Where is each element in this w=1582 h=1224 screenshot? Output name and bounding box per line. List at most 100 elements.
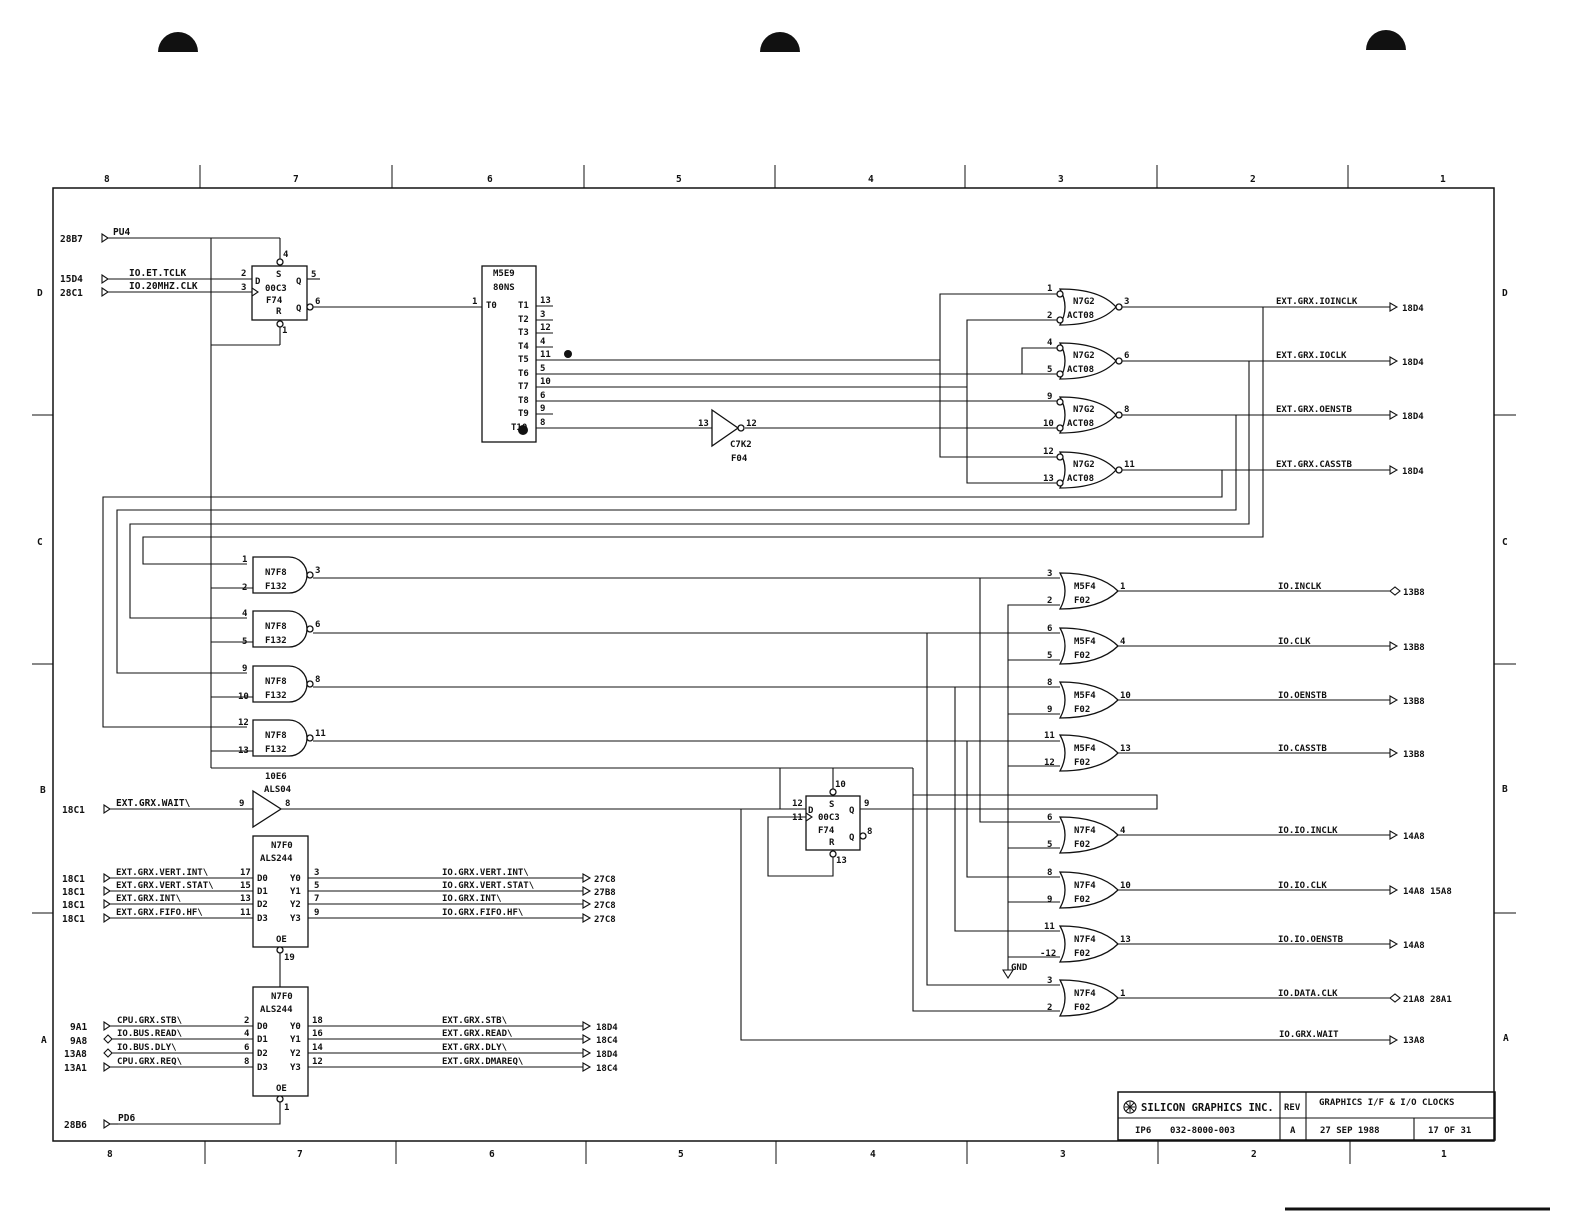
svg-text:F04: F04: [731, 454, 748, 464]
svg-text:18C1: 18C1: [62, 874, 85, 885]
pin-number: 10: [540, 377, 551, 387]
f02-output-2: IO.CLK 13B8: [1118, 637, 1425, 653]
svg-text:IO.BUS.DLY\: IO.BUS.DLY\: [117, 1043, 177, 1053]
buffer-n7f0-2: N7F0 ALS244 OE 1 9A1 CPU.GRX.STB\ 2 D0 Y…: [64, 986, 618, 1125]
svg-text:Y2: Y2: [290, 1049, 301, 1059]
svg-text:10: 10: [1120, 881, 1131, 891]
svg-text:6: 6: [244, 1043, 249, 1053]
zone-col-top: 4: [868, 174, 874, 185]
svg-text:3: 3: [1124, 297, 1129, 307]
zone-row-left: A: [41, 1035, 47, 1046]
svg-text:OE: OE: [276, 1084, 287, 1094]
svg-text:T2: T2: [518, 315, 529, 325]
svg-text:18C4: 18C4: [596, 1036, 618, 1046]
svg-text:R: R: [829, 838, 835, 848]
svg-text:27C8: 27C8: [594, 875, 616, 885]
svg-text:D3: D3: [257, 914, 268, 924]
svg-text:IO.IO.CLK: IO.IO.CLK: [1278, 881, 1327, 891]
svg-text:28B6: 28B6: [64, 1120, 87, 1131]
svg-text:7: 7: [314, 894, 319, 904]
svg-text:3: 3: [315, 566, 320, 576]
nand-output-wiring: [211, 577, 1060, 1012]
drawing-date: 27 SEP 1988: [1320, 1126, 1380, 1136]
svg-text:00C3: 00C3: [818, 813, 840, 823]
svg-text:IO.INCLK: IO.INCLK: [1278, 582, 1322, 592]
pin-number: 6: [540, 391, 545, 401]
buffer2-row-2: 13A8 IO.BUS.DLY\ 6 D2 Y2 14 EXT.GRX.DLY\…: [64, 1043, 618, 1060]
buffer1-row-1: 18C1 EXT.GRX.VERT.STAT\ 15 D1 Y1 5 IO.GR…: [62, 881, 616, 898]
svg-text:5: 5: [1047, 651, 1052, 661]
svg-text:13B8: 13B8: [1403, 750, 1425, 760]
svg-text:F132: F132: [265, 582, 287, 592]
buffer1-row-0: 18C1 EXT.GRX.VERT.INT\ 17 D0 Y0 3 IO.GRX…: [62, 868, 616, 885]
zone-row-right: B: [1502, 784, 1508, 795]
svg-text:EXT.GRX.OENSTB: EXT.GRX.OENSTB: [1276, 405, 1352, 415]
pin-number: 5: [540, 364, 545, 374]
svg-text:EXT.GRX.WAIT\: EXT.GRX.WAIT\: [116, 798, 191, 809]
svg-text:PD6: PD6: [118, 1113, 135, 1124]
offpage-input-tclk: 15D4 IO.ET.TCLK 2: [60, 268, 252, 285]
svg-text:ACT08: ACT08: [1067, 311, 1094, 321]
svg-text:M5F4: M5F4: [1074, 582, 1096, 592]
svg-text:T5: T5: [518, 355, 529, 365]
svg-text:13A1: 13A1: [64, 1063, 87, 1074]
svg-text:18C1: 18C1: [62, 887, 85, 898]
part-number: 032-8000-003: [1170, 1126, 1235, 1136]
svg-text:EXT.GRX.DMAREQ\: EXT.GRX.DMAREQ\: [442, 1057, 523, 1067]
svg-text:EXT.GRX.CASSTB: EXT.GRX.CASSTB: [1276, 460, 1352, 470]
svg-text:IO.IO.OENSTB: IO.IO.OENSTB: [1278, 935, 1344, 945]
drawing-title: GRAPHICS I/F & I/O CLOCKS: [1319, 1098, 1454, 1108]
zone-col-top: 3: [1058, 174, 1064, 185]
zone-col-bottom: 7: [297, 1149, 303, 1160]
svg-text:EXT.GRX.DLY\: EXT.GRX.DLY\: [442, 1043, 507, 1053]
svg-text:M5F4: M5F4: [1074, 744, 1096, 754]
svg-text:D: D: [255, 277, 261, 287]
svg-text:IO.OENSTB: IO.OENSTB: [1278, 691, 1327, 701]
svg-text:ACT08: ACT08: [1067, 419, 1094, 429]
svg-text:M5F4: M5F4: [1074, 637, 1096, 647]
svg-text:28C1: 28C1: [60, 288, 83, 299]
svg-text:EXT.GRX.VERT.STAT\: EXT.GRX.VERT.STAT\: [116, 881, 214, 891]
svg-text:N7F8: N7F8: [265, 731, 287, 741]
svg-text:11: 11: [240, 908, 251, 918]
svg-text:1: 1: [1120, 989, 1125, 999]
svg-text:M5E9: M5E9: [493, 269, 515, 279]
zone-col-top: 7: [293, 174, 299, 185]
svg-text:C7K2: C7K2: [730, 440, 752, 450]
svg-text:Y3: Y3: [290, 914, 301, 924]
svg-text:N7F8: N7F8: [265, 622, 287, 632]
svg-text:4: 4: [244, 1029, 250, 1039]
nor-gate-n7f4-4: N7F4 F02 3 2 1: [1047, 976, 1125, 1017]
svg-text:IO.CLK: IO.CLK: [1278, 637, 1311, 647]
svg-text:18D4: 18D4: [1402, 304, 1424, 314]
svg-text:T4: T4: [518, 342, 529, 352]
svg-text:IO.IO.INCLK: IO.IO.INCLK: [1278, 826, 1338, 836]
svg-text:N7F4: N7F4: [1074, 989, 1096, 999]
pin-number: 3: [540, 310, 545, 320]
f02-output-5: IO.IO.INCLK 14A8: [1118, 826, 1425, 842]
svg-text:13: 13: [1120, 744, 1131, 754]
svg-text:2: 2: [1047, 596, 1052, 606]
svg-text:11: 11: [1124, 460, 1135, 470]
svg-text:12: 12: [238, 718, 249, 728]
pin-number: 8: [540, 418, 545, 428]
io-grx-wait-output: IO.GRX.WAIT 13A8: [1279, 1030, 1425, 1046]
svg-text:10: 10: [1120, 691, 1131, 701]
nor-output-1: EXT.GRX.IOINCLK 18D4: [1122, 297, 1424, 314]
pin-number: 19: [284, 953, 295, 963]
svg-text:13: 13: [1043, 474, 1054, 484]
zone-row-right: A: [1503, 1033, 1509, 1044]
zone-col-top: 6: [487, 174, 493, 185]
svg-text:9: 9: [1047, 705, 1052, 715]
pin-number: 2: [241, 269, 246, 279]
svg-text:T9: T9: [518, 409, 529, 419]
nor-gate-n7f4-1: N7F4 F02 6 5 4: [1047, 813, 1126, 854]
pin-number: 1: [284, 1103, 289, 1113]
svg-text:D0: D0: [257, 874, 268, 884]
svg-text:Q: Q: [849, 833, 855, 843]
f02-output-1: IO.INCLK 13B8: [1118, 582, 1425, 598]
svg-text:18D4: 18D4: [1402, 467, 1424, 477]
svg-text:F02: F02: [1074, 758, 1090, 768]
nor-input-wiring: [939, 293, 1057, 484]
svg-text:D3: D3: [257, 1063, 268, 1073]
